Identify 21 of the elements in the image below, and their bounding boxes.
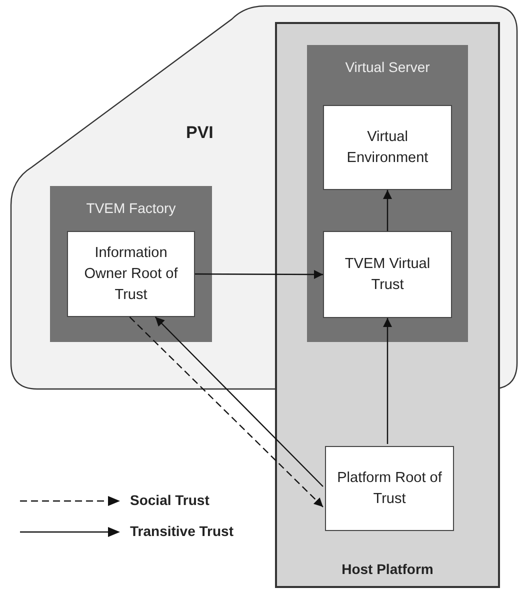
arrow [154,316,324,487]
group-title: TVEM Factory [86,199,176,218]
panel-title: Host Platform [342,560,434,579]
component-box [323,105,452,190]
arrow [129,316,324,508]
arrow [383,318,392,444]
region-title: PVI [186,122,214,144]
component-box [67,231,195,317]
box-label: Platform Root of Trust [336,468,443,508]
box-label: Information Owner Root of Trust [83,244,179,304]
component-box [325,446,454,531]
arrow [383,190,392,231]
box-label: TVEM Virtual Trust [344,254,432,294]
component-box [323,231,452,318]
legend-label: Social Trust [130,491,210,510]
box-label: Virtual Environment [346,128,430,168]
group-title: Virtual Server [345,58,430,77]
legend-label: Transitive Trust [130,522,234,541]
group-panel [50,186,212,342]
arrow [195,270,323,279]
group-panel [307,45,468,342]
